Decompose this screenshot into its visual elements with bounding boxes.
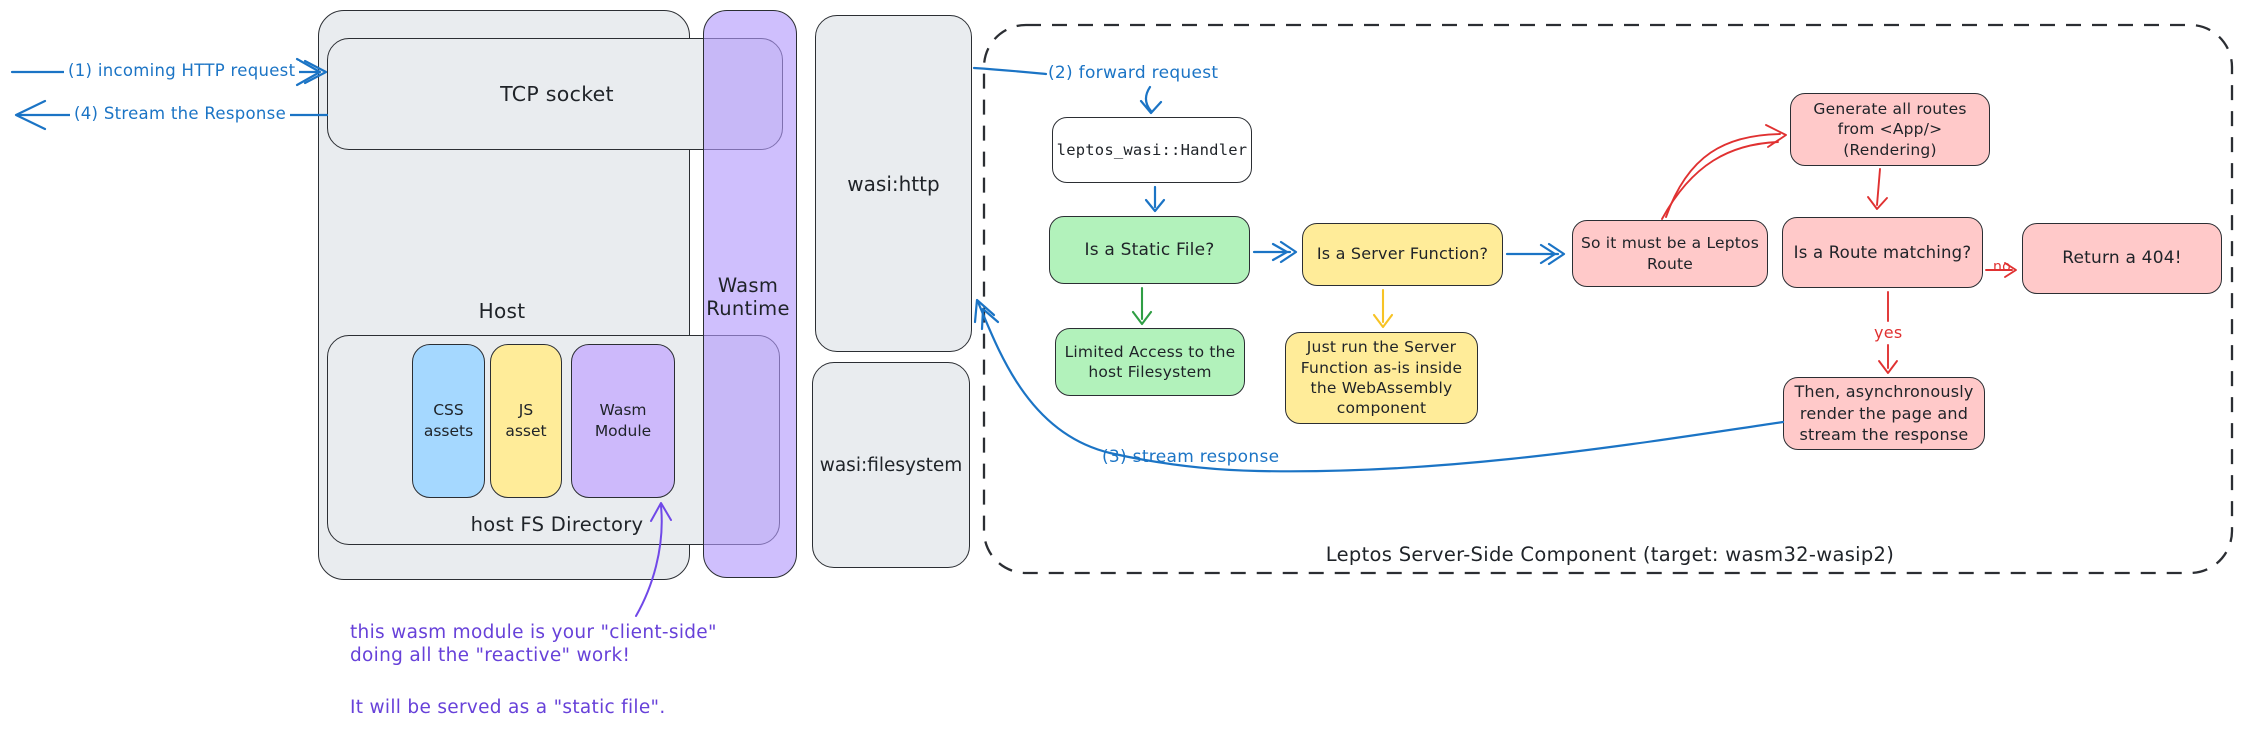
- wasm-module-box: Wasm Module: [571, 344, 675, 498]
- css-assets-box: CSS assets: [412, 344, 485, 498]
- node-is-server-function: Is a Server Function?: [1302, 223, 1503, 286]
- node-return-404: Return a 404!: [2022, 223, 2222, 294]
- js-asset-box: JS asset: [490, 344, 562, 498]
- node-run-server-fn: Just run the Server Function as-is insid…: [1285, 332, 1478, 424]
- node-route-matching: Is a Route matching?: [1782, 217, 1983, 288]
- node-leptos-route: So it must be a Leptos Route: [1572, 220, 1768, 287]
- wasi-filesystem-box: wasi:filesystem: [812, 362, 970, 568]
- wasi-http-box: wasi:http: [815, 15, 972, 352]
- node-render-stream: Then, asynchronously render the page and…: [1783, 377, 1985, 450]
- node-is-static-file: Is a Static File?: [1049, 216, 1250, 284]
- node-generate-routes: Generate all routes from <App/> (Renderi…: [1790, 93, 1990, 166]
- node-leptos-wasi-handler: leptos_wasi::Handler: [1052, 117, 1252, 183]
- node-limited-access: Limited Access to the host Filesystem: [1055, 328, 1245, 396]
- wasm-runtime-column: [703, 10, 797, 578]
